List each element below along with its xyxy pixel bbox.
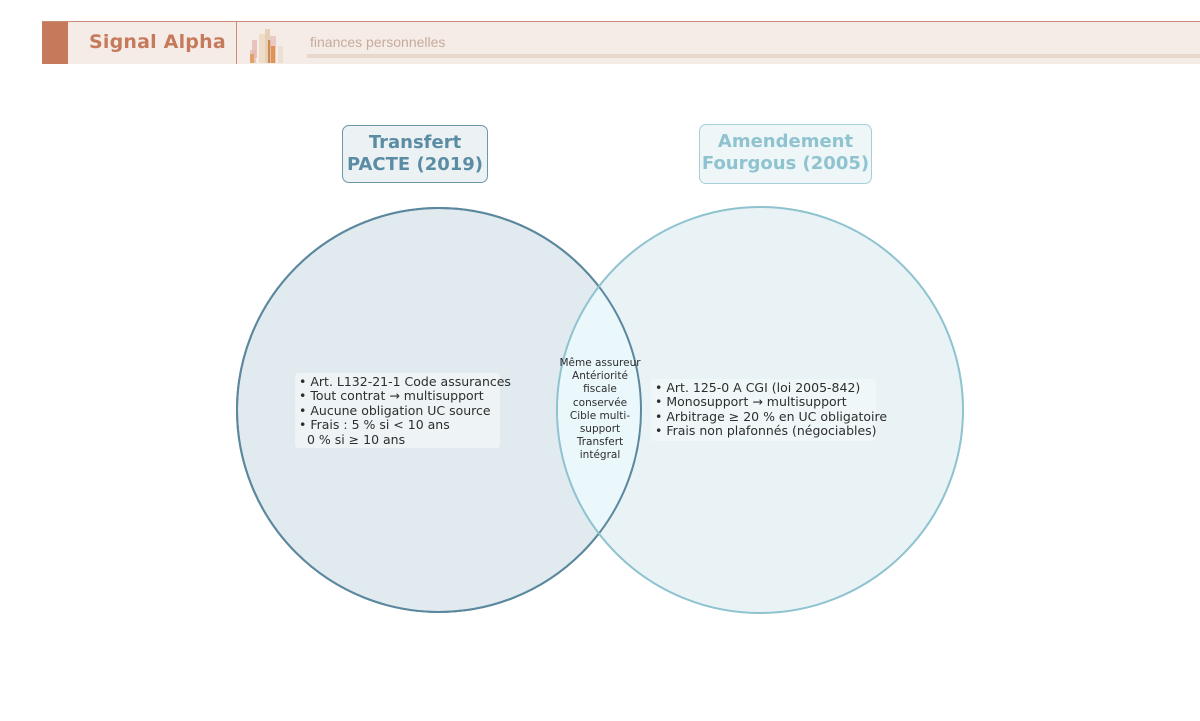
set-item: • Art. L132-21-1 Code assurances bbox=[299, 374, 511, 389]
set-item: 0 % si ≥ 10 ans bbox=[299, 431, 406, 447]
set-outline-pacte bbox=[236, 207, 642, 613]
bar-chart-logo-icon bbox=[250, 29, 283, 63]
set-title-line: PACTE (2019) bbox=[346, 154, 484, 175]
app-header: Signal Alpha finances personnelles bbox=[42, 21, 1200, 64]
set-outline-fourgous bbox=[556, 206, 964, 614]
subtitle-underline bbox=[307, 54, 1200, 58]
intersection-line: intégral bbox=[579, 449, 621, 462]
intersection-items: Même assureur Antériorité fiscale conser… bbox=[556, 357, 644, 463]
set-item: • Arbitrage ≥ 20 % en UC obligatoire bbox=[655, 408, 888, 424]
header-accent-block bbox=[42, 22, 68, 64]
header-subtitle: finances personnelles bbox=[310, 34, 446, 50]
set-item: • Frais : 5 % si < 10 ans bbox=[299, 417, 450, 433]
intersection-line: conservée bbox=[572, 396, 628, 409]
intersection-line: fiscale bbox=[583, 383, 617, 396]
set-item: • Monosupport → multisupport bbox=[655, 394, 847, 410]
set-title-line: Transfert bbox=[368, 132, 462, 153]
set-item: • Aucune obligation UC source bbox=[299, 402, 491, 418]
set-title-fourgous: Amendement Fourgous (2005) bbox=[699, 124, 872, 184]
header-divider bbox=[236, 22, 237, 64]
set-item: • Art. 125-0 A CGI (loi 2005-842) bbox=[655, 380, 861, 395]
set-item: • Tout contrat → multisupport bbox=[299, 388, 484, 404]
set-title-line: Fourgous (2005) bbox=[701, 153, 870, 174]
set-title-pacte: Transfert PACTE (2019) bbox=[342, 125, 488, 183]
set-items-fourgous: • Art. 125-0 A CGI (loi 2005-842) • Mono… bbox=[651, 379, 888, 441]
intersection-line: Transfert bbox=[576, 436, 624, 449]
set-items-pacte: • Art. L132-21-1 Code assurances • Tout … bbox=[295, 373, 511, 448]
intersection-line: Cible multi- bbox=[569, 409, 631, 422]
brand-name[interactable]: Signal Alpha bbox=[89, 31, 226, 53]
intersection-line: support bbox=[579, 423, 621, 436]
intersection-line: Même assureur bbox=[559, 357, 641, 369]
set-title-line: Amendement bbox=[717, 131, 854, 152]
set-item: • Frais non plafonnés (négociables) bbox=[655, 423, 877, 439]
intersection-line: Antériorité bbox=[572, 370, 628, 383]
